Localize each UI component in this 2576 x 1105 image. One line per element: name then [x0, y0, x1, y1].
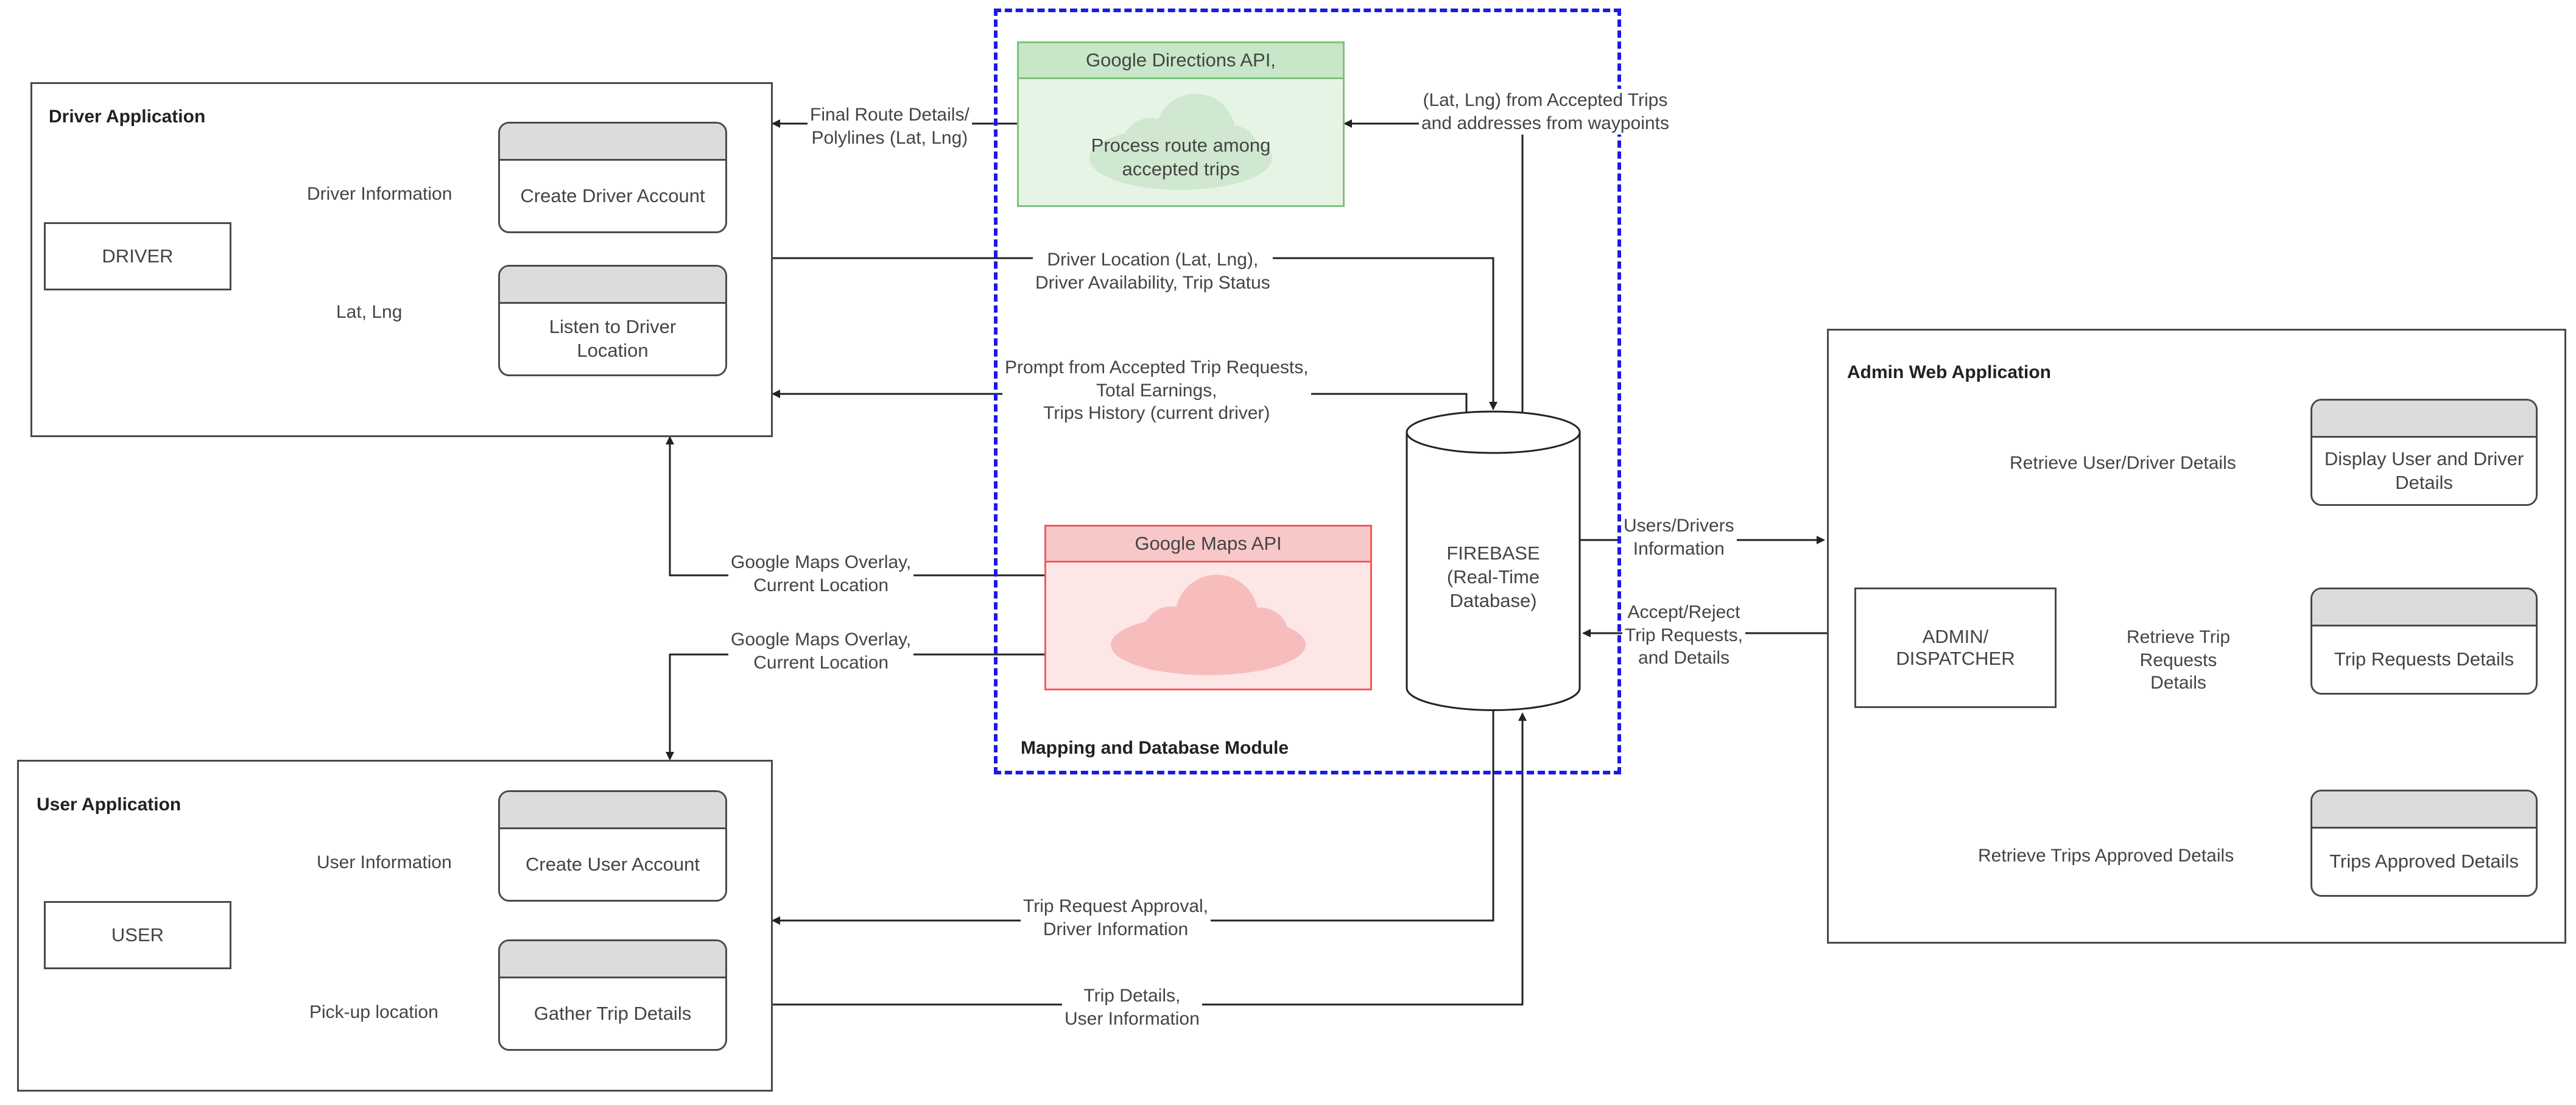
edge-label-driver-latlng: Lat, Lng — [334, 301, 405, 324]
edge-label-retrieve-user: Retrieve User/Driver Details — [2007, 452, 2239, 475]
user-application-title: User Application — [37, 795, 181, 815]
edge-label-retrieve-approved: Retrieve Trips Approved Details — [1976, 844, 2237, 868]
trip-requests-details-label: Trip Requests Details — [2334, 648, 2514, 670]
edge-label-trip-request-approval: Trip Request Approval, Driver Informatio… — [1021, 895, 1211, 941]
edge-label-user-information: User Information — [314, 851, 454, 874]
directions-api-title: Google Directions API, — [1019, 43, 1343, 79]
edge-label-final-route: Final Route Details/ Polylines (Lat, Lng… — [808, 103, 972, 149]
google-directions-api: Google Directions API, Process route amo… — [1017, 41, 1345, 207]
user-actor: USER — [44, 901, 231, 969]
cloud-icon — [1089, 94, 1272, 190]
firebase-label: FIREBASE (Real-Time Database) — [1446, 542, 1540, 611]
maps-api-body — [1046, 563, 1370, 689]
edge-maps-overlay-driver — [666, 436, 1044, 577]
edge-label-accept-reject: Accept/Reject Trip Requests, and Details — [1622, 601, 1745, 670]
listen-driver-location-label: Listen to Driver Location — [549, 316, 677, 361]
admin-web-application-title: Admin Web Application — [1847, 362, 2051, 382]
edge-label-maps-overlay-driver: Google Maps Overlay, Current Location — [728, 551, 914, 597]
driver-actor: DRIVER — [44, 222, 231, 290]
create-user-account-label: Create User Account — [525, 853, 700, 875]
admin-dispatcher-actor: ADMIN/ DISPATCHER — [1854, 588, 2057, 708]
directions-api-process-text: Process route among accepted trips — [1091, 135, 1271, 180]
module-title: Mapping and Database Module — [1021, 738, 1289, 758]
display-user-driver-details-label: Display User and Driver Details — [2324, 447, 2524, 493]
gather-trip-details: Gather Trip Details — [498, 939, 727, 1051]
edge-label-user-pickup: Pick-up location — [307, 1001, 441, 1024]
firebase-database — [1406, 410, 1581, 711]
display-user-driver-details: Display User and Driver Details — [2310, 399, 2538, 506]
listen-driver-location: Listen to Driver Location — [498, 265, 727, 376]
edge-label-trip-details-user: Trip Details, User Information — [1062, 984, 1202, 1030]
create-driver-account-label: Create Driver Account — [520, 184, 705, 206]
create-driver-account: Create Driver Account — [498, 122, 727, 233]
create-user-account: Create User Account — [498, 790, 727, 902]
mapping-database-module — [994, 9, 1621, 774]
driver-application-title: Driver Application — [49, 107, 206, 127]
edge-label-users-drivers-info: Users/Drivers Information — [1621, 514, 1737, 560]
gather-trip-details-label: Gather Trip Details — [533, 1002, 692, 1024]
edge-label-prompt-accepted: Prompt from Accepted Trip Requests, Tota… — [1002, 356, 1311, 425]
directions-api-body: Process route among accepted trips — [1019, 79, 1343, 205]
trip-requests-details: Trip Requests Details — [2310, 588, 2538, 695]
edge-trip-details-user — [769, 712, 1527, 1006]
edge-driver-location — [769, 257, 1497, 410]
trips-approved-details: Trips Approved Details — [2310, 790, 2538, 897]
edge-label-maps-overlay-user: Google Maps Overlay, Current Location — [728, 628, 914, 674]
edge-label-latlng-accepted: (Lat, Lng) from Accepted Trips and addre… — [1419, 89, 1672, 135]
maps-api-title: Google Maps API — [1046, 527, 1370, 563]
edge-trip-request-approval — [772, 709, 1494, 925]
edge-maps-overlay-user — [666, 653, 1044, 760]
google-maps-api: Google Maps API — [1044, 525, 1372, 690]
edge-label-driver-information: Driver Information — [304, 183, 455, 206]
cloud-icon — [1111, 575, 1306, 675]
trips-approved-details-label: Trips Approved Details — [2329, 851, 2519, 872]
edge-label-driver-location: Driver Location (Lat, Lng), Driver Avail… — [1033, 248, 1273, 294]
edge-label-retrieve-trip: Retrieve Trip Requests Details — [2124, 626, 2233, 695]
